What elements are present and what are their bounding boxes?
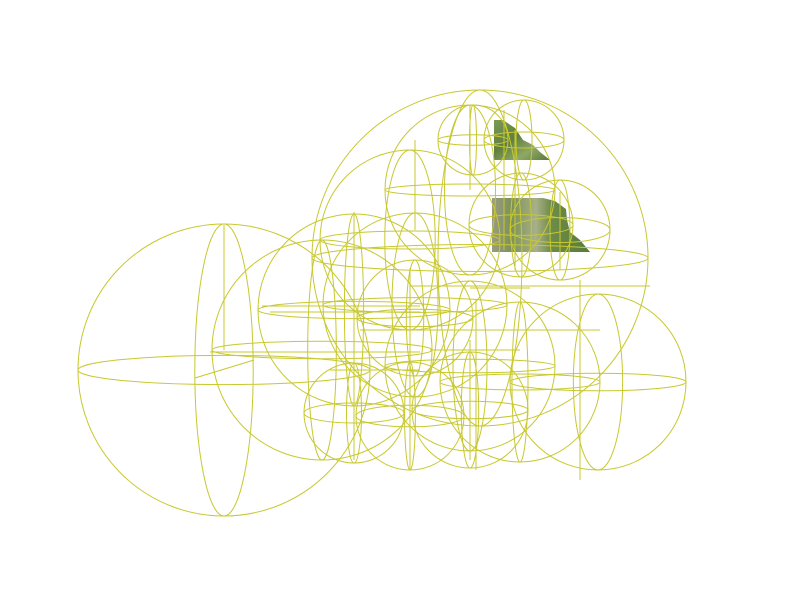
bounding-sphere-meridian-15 xyxy=(406,260,423,376)
bounding-sphere-meridian-7 xyxy=(308,240,337,460)
terrain-texture-patch-middle xyxy=(492,198,590,252)
bounding-sphere-equator-3 xyxy=(323,298,507,313)
bounding-sphere-outline-17 xyxy=(440,302,600,462)
bounding-sphere-equator-1 xyxy=(510,373,686,391)
bounding-sphere-outline-1 xyxy=(510,294,686,470)
bounding-sphere-meridian-17 xyxy=(512,302,528,462)
bounding-sphere-equator-7 xyxy=(212,341,432,359)
bounding-sphere-meridian-14 xyxy=(470,105,477,175)
terrain-texture-patch-top xyxy=(494,120,550,160)
bounding-sphere-meridian-1 xyxy=(573,294,622,470)
wireframe-guide-line-1 xyxy=(195,360,254,378)
bounding-sphere-equator-0 xyxy=(78,355,370,384)
wireframe-group xyxy=(78,90,686,516)
bounding-sphere-equator-17 xyxy=(440,374,600,390)
